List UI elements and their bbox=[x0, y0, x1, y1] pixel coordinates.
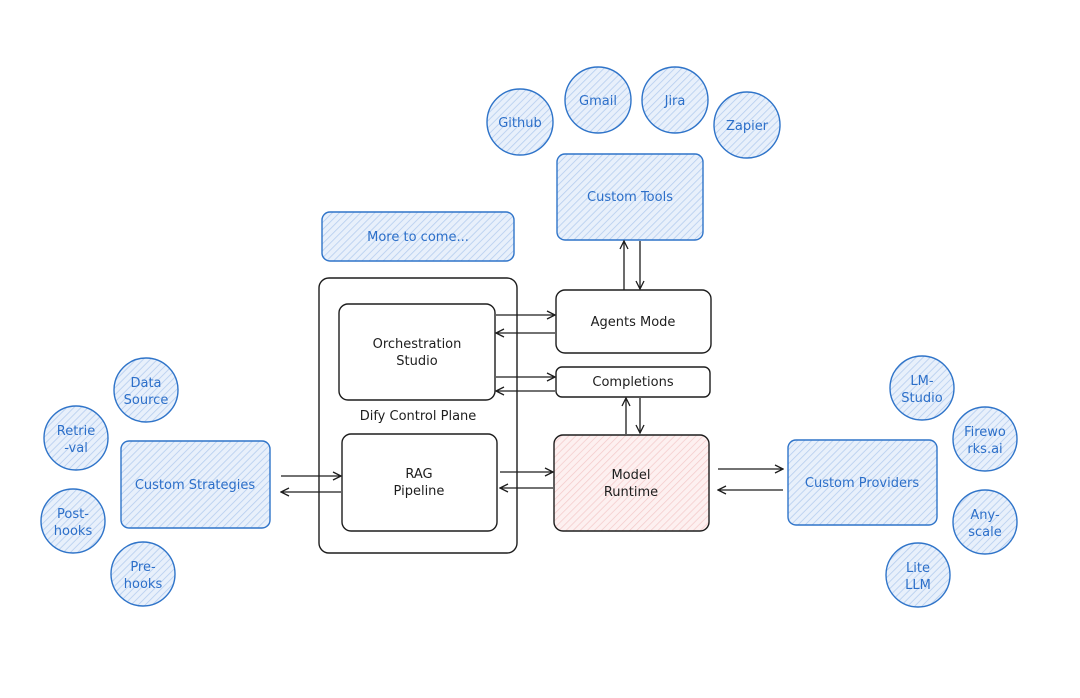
zapier-node: Zapier bbox=[713, 91, 781, 159]
agents-mode-label: Agents Mode bbox=[591, 315, 676, 330]
model-runtime-box: Model Runtime bbox=[553, 434, 710, 532]
custom-strategies-label: Custom Strategies bbox=[135, 478, 256, 493]
orchestration-studio-label-line1: Orchestration bbox=[373, 337, 462, 352]
fireworks-label-line2: rks.ai bbox=[967, 442, 1002, 457]
post-hooks-label-line1: Post- bbox=[57, 507, 89, 522]
post-hooks-label-line2: hooks bbox=[54, 524, 93, 539]
agents-mode-box: Agents Mode bbox=[555, 289, 712, 354]
jira-label: Jira bbox=[664, 94, 686, 109]
pre-hooks-node: Pre- hooks bbox=[110, 541, 176, 607]
fireworks-node: Firewo rks.ai bbox=[952, 406, 1018, 472]
anyscale-label-line1: Any- bbox=[970, 508, 1000, 523]
lm-studio-label-line2: Studio bbox=[901, 391, 942, 406]
custom-providers-label: Custom Providers bbox=[805, 476, 919, 491]
zapier-label: Zapier bbox=[726, 119, 769, 134]
more-to-come-box: More to come... bbox=[321, 211, 515, 262]
jira-node: Jira bbox=[641, 66, 709, 134]
lite-llm-node: Lite LLM bbox=[885, 542, 951, 608]
completions-label: Completions bbox=[592, 375, 673, 390]
rag-pipeline-box: RAG Pipeline bbox=[341, 433, 498, 532]
anyscale-node: Any- scale bbox=[952, 489, 1018, 555]
fireworks-label-line1: Firewo bbox=[964, 425, 1006, 440]
retrieval-label-line2: -val bbox=[64, 441, 88, 456]
github-label: Github bbox=[498, 116, 542, 131]
data-source-label-line1: Data bbox=[130, 376, 161, 391]
completions-box: Completions bbox=[555, 366, 711, 398]
more-to-come-label: More to come... bbox=[367, 230, 469, 245]
post-hooks-node: Post- hooks bbox=[40, 488, 106, 554]
lm-studio-node: LM- Studio bbox=[889, 355, 955, 421]
lite-llm-label-line2: LLM bbox=[905, 578, 931, 593]
rag-pipeline-label-line2: Pipeline bbox=[394, 484, 445, 499]
retrieval-label-line1: Retrie bbox=[57, 424, 96, 439]
custom-strategies-box: Custom Strategies bbox=[120, 440, 271, 529]
dify-control-plane-label: Dify Control Plane bbox=[360, 409, 477, 424]
anyscale-label-line2: scale bbox=[968, 525, 1002, 540]
data-source-label-line2: Source bbox=[124, 393, 169, 408]
gmail-node: Gmail bbox=[564, 66, 632, 134]
orchestration-studio-box: Orchestration Studio bbox=[338, 303, 496, 401]
model-runtime-label-line2: Runtime bbox=[604, 485, 658, 500]
model-runtime-label-line1: Model bbox=[611, 468, 650, 483]
retrieval-node: Retrie -val bbox=[43, 405, 109, 471]
lm-studio-label-line1: LM- bbox=[910, 374, 933, 389]
pre-hooks-label-line2: hooks bbox=[124, 577, 163, 592]
custom-providers-box: Custom Providers bbox=[787, 439, 938, 526]
rag-pipeline-label-line1: RAG bbox=[405, 467, 432, 482]
custom-tools-box: Custom Tools bbox=[556, 153, 704, 241]
github-node: Github bbox=[486, 88, 554, 156]
gmail-label: Gmail bbox=[579, 94, 617, 109]
orchestration-studio-label-line2: Studio bbox=[396, 354, 437, 369]
data-source-node: Data Source bbox=[113, 357, 179, 423]
lite-llm-label-line1: Lite bbox=[906, 561, 930, 576]
pre-hooks-label-line1: Pre- bbox=[130, 560, 156, 575]
custom-tools-label: Custom Tools bbox=[587, 190, 673, 205]
